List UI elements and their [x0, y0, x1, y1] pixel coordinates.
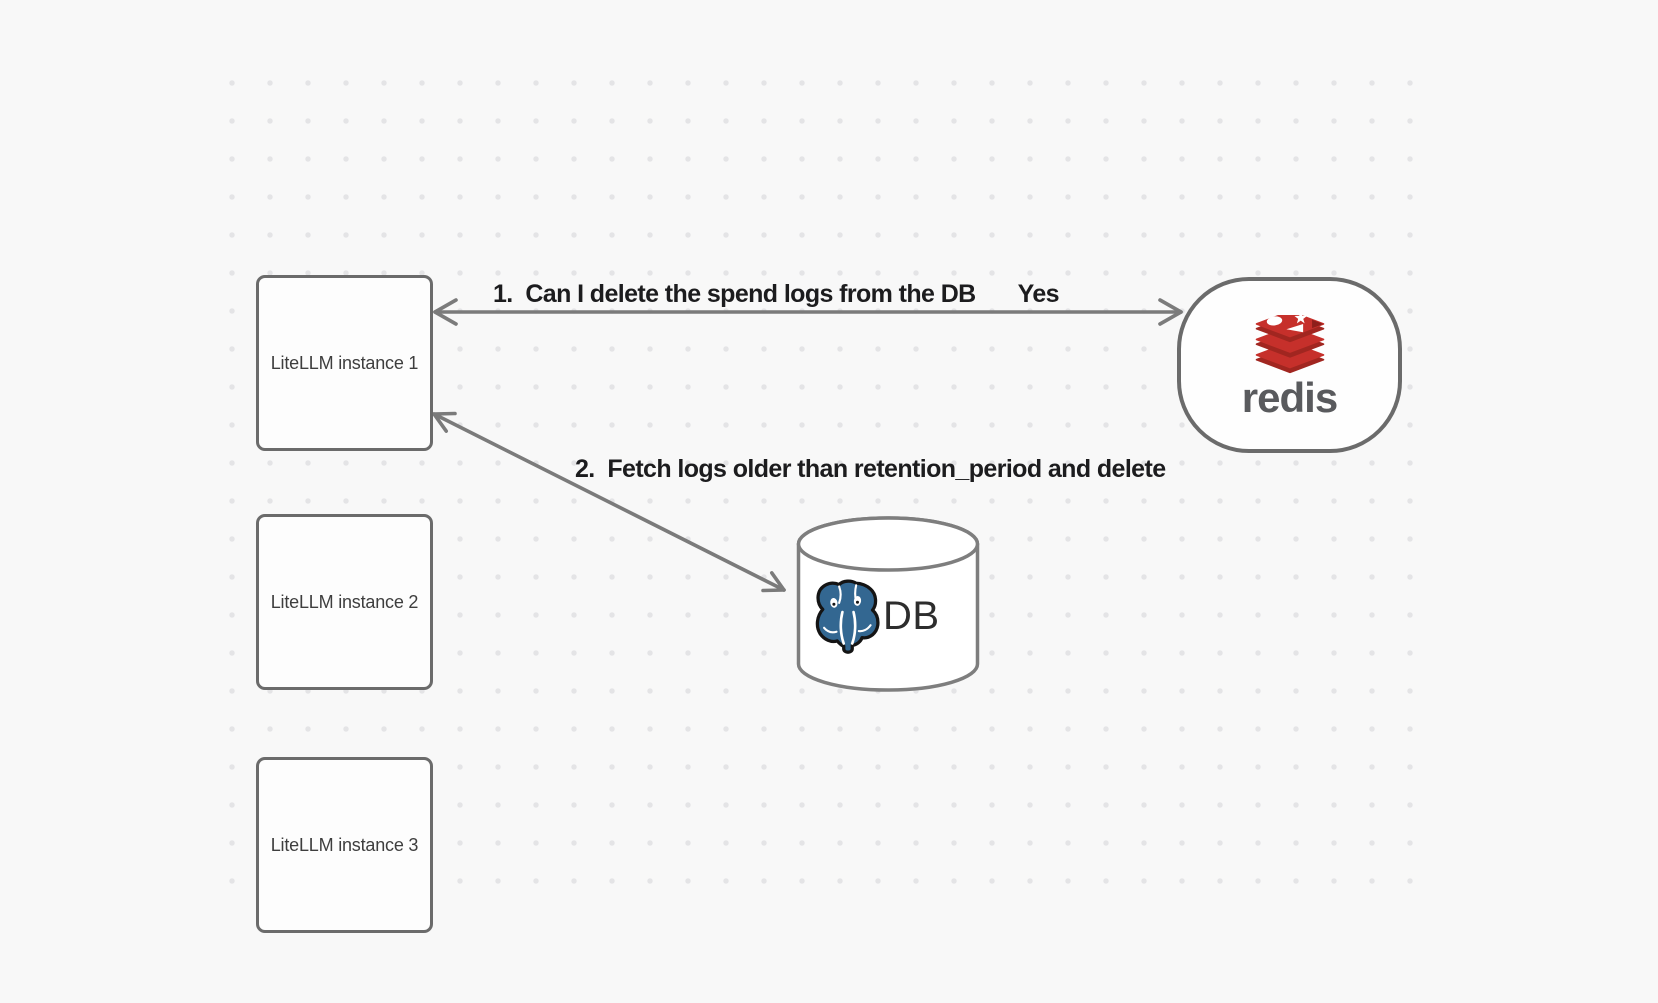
edge1-answer-label: Yes: [1017, 280, 1060, 308]
postgres-elephant-icon: [815, 579, 880, 654]
redis-wordmark: redis: [1241, 374, 1338, 421]
node-label: LiteLLM instance 3: [270, 834, 419, 855]
node-litellm-instance-2: LiteLLM instance 2: [256, 514, 433, 690]
node-label: LiteLLM instance 2: [270, 591, 419, 612]
edge1-question-label: 1. Can I delete the spend logs from the …: [493, 280, 976, 308]
edge2-action-label: 2. Fetch logs older than retention_perio…: [575, 455, 1166, 483]
redis-stack-icon: [1255, 315, 1324, 374]
node-redis: redis: [1177, 277, 1402, 453]
db-content: DB: [810, 576, 940, 656]
node-db: DB: [795, 516, 981, 694]
node-label: LiteLLM instance 1: [270, 352, 419, 373]
edge1-labels: 1. Can I delete the spend logs from the …: [493, 280, 1060, 308]
edge2-arrow: [432, 411, 786, 593]
db-label: DB: [883, 593, 940, 638]
node-litellm-instance-1: LiteLLM instance 1: [256, 275, 433, 451]
node-litellm-instance-3: LiteLLM instance 3: [256, 757, 433, 933]
edge1-arrow: [433, 298, 1183, 326]
